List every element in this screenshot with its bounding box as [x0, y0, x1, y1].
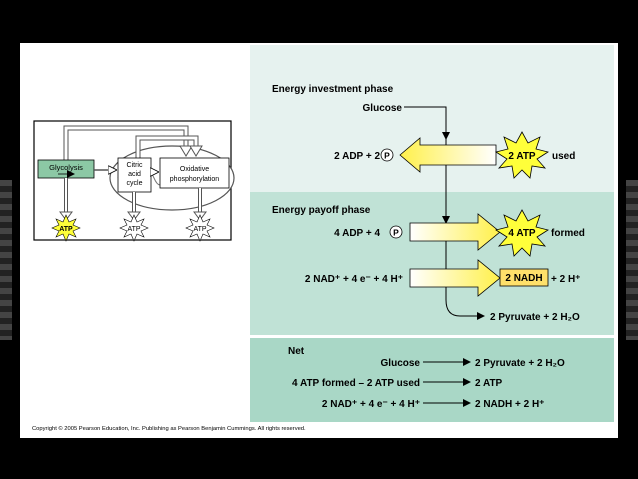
net-left-2: 4 ATP formed – 2 ATP used [292, 378, 420, 389]
overview-loop-inner-fill [136, 136, 198, 158]
phosphate-label-2: P [393, 228, 399, 238]
net-panel [250, 338, 614, 422]
payoff-pyruvate: 2 Pyruvate + 2 H₂O [490, 312, 580, 323]
payoff-adp: 4 ADP + 4 [334, 228, 380, 239]
investment-atp-burst [494, 131, 550, 179]
net-right-2: 2 ATP [475, 378, 503, 389]
phosphate-circle-2 [389, 225, 403, 239]
oxidative-box [159, 157, 230, 189]
investment-panel [250, 45, 614, 192]
overview-loop-head-2 [189, 145, 203, 157]
oxidative-label-2: phosphorylation [170, 176, 220, 183]
overview-atp-burst-3 [185, 214, 215, 242]
payoff-nad: 2 NAD⁺ + 4 e⁻ + 4 H⁺ [305, 274, 403, 285]
copyright-text: Copyright © 2005 Pearson Education, Inc.… [32, 425, 306, 432]
pyruvate-arrow [445, 299, 485, 320]
investment-big-arrow [399, 137, 497, 173]
left-edge-stripe [0, 180, 12, 340]
overview-atp-burst-1 [51, 214, 81, 242]
net-right-1: 2 Pyruvate + 2 H₂O [475, 358, 565, 369]
overview-atp-1: ATP [59, 226, 73, 233]
payoff-atp-burst [494, 209, 550, 257]
payoff-atp: 4 ATP [508, 228, 536, 239]
citric-label-2: acid [128, 171, 141, 178]
payoff-nad-arrow [409, 259, 501, 297]
nadh-box [499, 268, 549, 287]
payoff-nadh: 2 NADH [505, 273, 542, 284]
glucose-label: Glucose [363, 103, 403, 114]
payoff-panel [250, 192, 614, 335]
investment-used: used [552, 151, 575, 162]
right-edge-stripe [626, 180, 638, 340]
phosphate-label-1: P [384, 151, 390, 161]
overview-atp-2: ATP [127, 226, 140, 233]
citric-label-1: Citric [127, 162, 143, 169]
payoff-formed: formed [551, 228, 585, 239]
citric-label-3: cycle [127, 180, 143, 187]
net-left-3: 2 NAD⁺ + 4 e⁻ + 4 H⁺ [322, 399, 420, 410]
oxidative-label-1: Oxidative [180, 166, 209, 173]
overview-atp-burst-2 [119, 214, 149, 242]
net-heading: Net [288, 346, 305, 357]
overview-atp-3: ATP [193, 226, 206, 233]
investment-atp: 2 ATP [508, 151, 536, 162]
investment-adp: 2 ADP + 2 [334, 151, 380, 162]
phosphate-circle-1 [380, 148, 394, 162]
overview-loop-head-1 [179, 145, 193, 157]
payoff-adp-arrow [409, 213, 501, 251]
investment-heading: Energy investment phase [272, 84, 394, 95]
net-right-3: 2 NADH + 2 H⁺ [475, 399, 544, 410]
overview-inset: Glycolysis Citric acid cycle Oxidative p… [33, 120, 235, 242]
payoff-heading: Energy payoff phase [272, 205, 371, 216]
payoff-plus-h: + 2 H⁺ [551, 274, 580, 285]
glycolysis-label: Glycolysis [49, 163, 83, 172]
net-left-1: Glucose [381, 358, 421, 369]
